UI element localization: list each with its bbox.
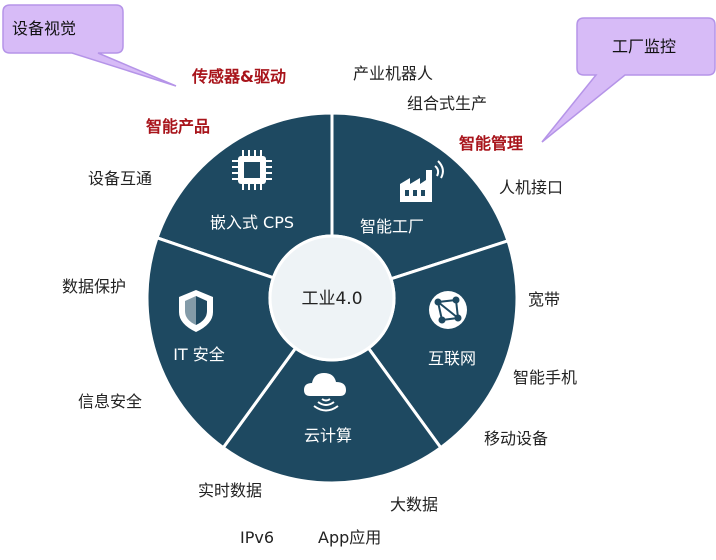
callout-factory-monitoring (541, 17, 716, 143)
label-smartphone: 智能手机 (513, 368, 578, 387)
callout-device-vision-text: 设备视觉 (12, 19, 77, 38)
label-info-security: 信息安全 (78, 392, 143, 411)
segment-label-cloud: 云计算 (304, 426, 352, 445)
label-smart-management: 智能管理 (459, 134, 524, 153)
label-modular-production: 组合式生产 (407, 94, 488, 113)
label-data-protection: 数据保护 (62, 277, 127, 296)
label-device-interconnect: 设备互通 (88, 169, 153, 188)
center-circle (268, 234, 396, 362)
label-broadband: 宽带 (528, 290, 561, 309)
callout-factory-monitoring-text: 工厂监控 (612, 37, 677, 56)
segment-ring (145, 111, 519, 485)
label-industrial-robot: 产业机器人 (353, 64, 434, 83)
shield-icon (179, 290, 213, 332)
label-hmi: 人机接口 (499, 178, 564, 197)
factory-icon (400, 160, 444, 202)
label-big-data: 大数据 (390, 495, 439, 514)
label-app: App应用 (318, 528, 382, 547)
cloud-icon (304, 373, 346, 412)
segment-label-internet: 互联网 (428, 349, 476, 368)
label-mobile-device: 移动设备 (484, 429, 549, 448)
globe-network-icon (429, 291, 467, 329)
segment-label-it-security: IT 安全 (173, 345, 225, 364)
label-ipv6: IPv6 (240, 528, 275, 547)
label-sensor-drive: 传感器&驱动 (192, 67, 286, 86)
center-label: 工业4.0 (301, 289, 362, 309)
label-smart-product: 智能产品 (146, 117, 211, 136)
chip-icon (232, 150, 272, 190)
label-realtime-data: 实时数据 (198, 481, 263, 500)
segment-label-embedded-cps: 嵌入式 CPS (210, 213, 294, 232)
callout-device-vision (2, 4, 177, 87)
segment-label-smart-factory: 智能工厂 (360, 217, 424, 236)
